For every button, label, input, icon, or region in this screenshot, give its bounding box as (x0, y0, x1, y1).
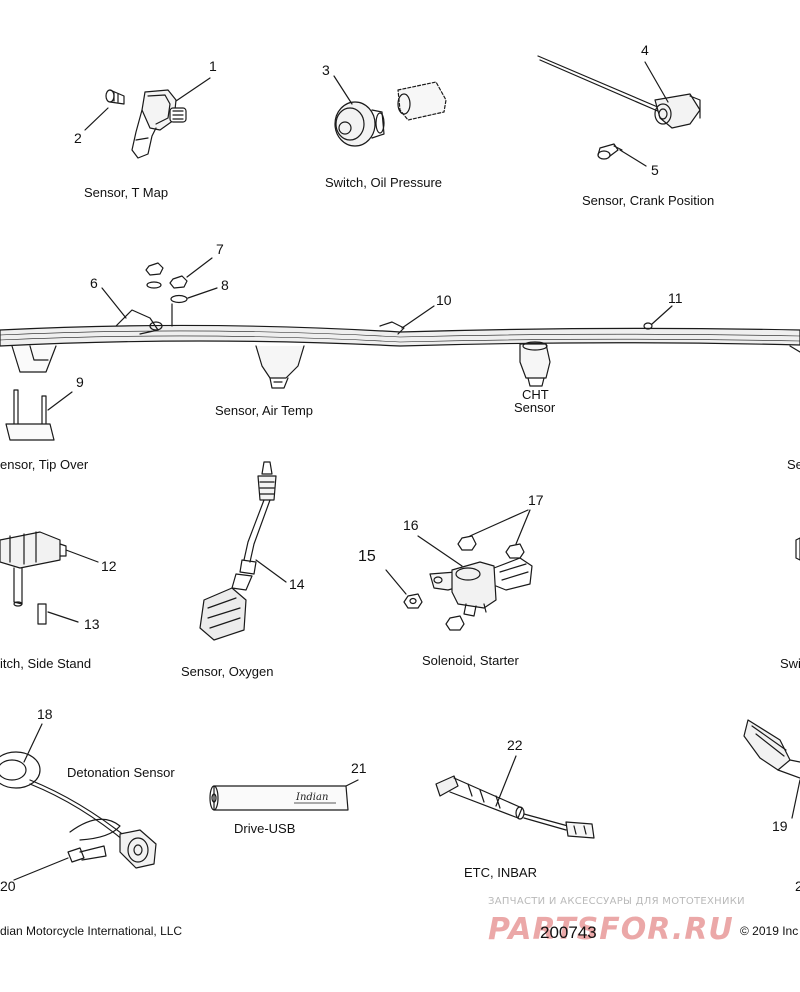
label-starter-solenoid: Solenoid, Starter (422, 653, 519, 668)
callout-3: 3 (322, 62, 330, 78)
callout-9: 9 (76, 374, 84, 390)
starter-solenoid-drawing (385, 509, 533, 631)
label-detonation: Detonation Sensor (67, 765, 175, 780)
callout-7: 7 (216, 241, 224, 257)
right-partial-sensor-drawing (743, 719, 800, 819)
label-side-stand: itch, Side Stand (0, 656, 92, 671)
callout-11: 11 (668, 290, 683, 306)
callout-6: 6 (90, 275, 98, 291)
label-cht-line1: CHT (522, 387, 549, 402)
callout-15: 15 (358, 548, 376, 565)
crank-bolt-drawing (597, 143, 647, 167)
label-tmap: Sensor, T Map (84, 185, 169, 200)
cht-sensor-drawing (519, 341, 551, 387)
copyright-left: dian Motorcycle International, LLC (0, 924, 183, 938)
label-oxygen: Sensor, Oxygen (181, 664, 274, 679)
label-crank-position: Sensor, Crank Position (582, 193, 715, 208)
callout-16: 16 (403, 517, 419, 533)
usb-drive-drawing (209, 779, 359, 811)
label-right-swi: Swi (780, 656, 800, 671)
air-temp-sensor-drawing (255, 345, 305, 389)
right-partial-switch-drawing (795, 537, 800, 561)
tip-over-sensor-drawing (5, 389, 73, 441)
watermark-logo: PARTSFOR.RU (488, 912, 734, 947)
callout-19: 19 (772, 818, 788, 834)
label-oil-pressure: Switch, Oil Pressure (325, 175, 443, 190)
callout-17: 17 (528, 492, 544, 508)
label-right-se: Se (787, 457, 800, 472)
callout-1: 1 (209, 58, 217, 74)
watermark-text: ЗАПЧАСТИ И АКСЕССУАРЫ ДЛЯ МОТОТЕХНИКИ (488, 896, 745, 907)
callout-2: 2 (74, 130, 82, 146)
callout-13: 13 (84, 616, 100, 632)
callout-22: 22 (507, 737, 523, 753)
callout-14: 14 (289, 576, 305, 592)
callout-right-partial: 2 (795, 878, 800, 894)
tmap-sensor-drawing (131, 77, 211, 159)
callout-12: 12 (101, 558, 117, 574)
wire-harness-drawing (0, 257, 800, 373)
oil-pressure-switch-drawing (333, 75, 447, 147)
detonation-sensor-drawing (0, 723, 157, 881)
callout-10: 10 (436, 292, 452, 308)
label-cht-line2: Sensor (514, 400, 556, 415)
callout-20: 20 (0, 878, 16, 894)
crank-position-sensor-drawing (537, 55, 701, 129)
label-etc-inbar: ETC, INBAR (464, 865, 537, 880)
callout-5: 5 (651, 162, 659, 178)
callout-21: 21 (351, 760, 367, 776)
figure-number: 200743 (540, 923, 597, 942)
side-stand-switch-drawing (0, 531, 99, 625)
callout-18: 18 (37, 706, 53, 722)
oxygen-sensor-drawing (199, 461, 287, 641)
copyright-right: © 2019 Inc (740, 924, 799, 938)
callout-8: 8 (221, 277, 229, 293)
callout-4: 4 (641, 42, 649, 58)
label-air-temp: Sensor, Air Temp (215, 403, 314, 418)
usb-brand-text: Indian (295, 792, 328, 803)
label-drive-usb: Drive-USB (234, 821, 296, 836)
tmap-screw-drawing (84, 89, 125, 131)
etc-inbar-drawing (435, 755, 595, 839)
label-tip-over: ensor, Tip Over (0, 457, 89, 472)
